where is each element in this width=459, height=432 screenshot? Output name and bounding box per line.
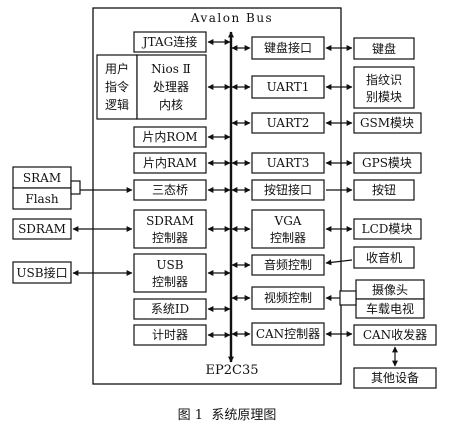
sdram-ctrl-line-2: 控制器 <box>152 231 188 245</box>
uart3-label: UART3 <box>267 156 310 170</box>
can-controller-block: CAN控制器 <box>251 322 325 346</box>
gps-module-block: GPS模块 <box>353 152 422 174</box>
sram-label: SRAM <box>23 171 61 185</box>
uart2-label: UART2 <box>267 116 310 130</box>
vga-ctrl-line-2: 控制器 <box>270 231 306 245</box>
sram-flash-connection <box>70 180 133 195</box>
figure-caption: 图 1 系统原理图 <box>178 408 277 423</box>
jtag-block: JTAG连接 <box>133 31 207 53</box>
tristate-bridge-label: 三态桥 <box>152 183 188 197</box>
video-control-block: 视频控制 <box>251 286 325 310</box>
other-devices-label: 其他设备 <box>371 371 419 385</box>
user-logic-line-3: 逻辑 <box>105 98 129 112</box>
radio-label: 收音机 <box>366 250 402 265</box>
nios-core-block: Nios Ⅱ 处理器 内核 <box>136 54 207 120</box>
fingerprint-line-1: 指纹识 <box>366 72 402 87</box>
button-interface-block: 按钮接口 <box>251 179 325 201</box>
usb-port-label: USB接口 <box>16 265 67 280</box>
user-logic-line-1: 用户 <box>105 61 129 76</box>
system-id-block: 系统ID <box>133 298 207 320</box>
usb-ctrl-line-2: 控制器 <box>152 275 188 289</box>
can-ctrl-label: CAN控制器 <box>256 327 320 341</box>
timer-block: 计时器 <box>133 324 207 346</box>
fingerprint-module-block: 指纹识 别模块 <box>353 66 415 109</box>
usb-port-block: USB接口 <box>12 261 72 284</box>
button-label: 按钮 <box>372 182 396 197</box>
uart2-block: UART2 <box>251 112 325 134</box>
system-id-label: 系统ID <box>151 302 189 316</box>
car-tv-label: 车载电视 <box>366 301 414 316</box>
camera-tv-block: 摄像头 车载电视 <box>355 279 425 319</box>
audio-ctrl-label: 音频控制 <box>264 257 312 272</box>
sram-flash-block: SRAM Flash <box>12 166 72 210</box>
nios-core-line-2: 处理器 <box>153 80 189 94</box>
sdram-controller-block: SDRAM 控制器 <box>133 209 207 249</box>
uart3-block: UART3 <box>251 152 325 174</box>
keyboard-block: 键盘 <box>353 37 415 60</box>
camera-tv-connection <box>325 290 357 306</box>
vga-ctrl-line-1: VGA <box>274 214 302 228</box>
onchip-rom-block: 片内ROM <box>133 126 207 148</box>
button-block: 按钮 <box>353 179 415 201</box>
video-ctrl-label: 视频控制 <box>264 290 312 305</box>
lcd-module-block: LCD模块 <box>353 218 422 240</box>
gsm-module-block: GSM模块 <box>353 112 422 134</box>
timer-label: 计时器 <box>152 328 188 342</box>
camera-label: 摄像头 <box>372 282 408 297</box>
radio-connection <box>325 259 353 266</box>
other-devices-block: 其他设备 <box>353 367 437 389</box>
audio-control-block: 音频控制 <box>251 254 325 276</box>
keyboard-label: 键盘 <box>372 41 396 56</box>
jtag-label: JTAG连接 <box>141 34 197 49</box>
nios-core-line-3: 内核 <box>159 98 183 112</box>
user-logic-line-2: 指令 <box>105 79 129 94</box>
keyboard-if-label: 键盘接口 <box>264 40 312 55</box>
usb-ctrl-line-1: USB <box>156 258 183 272</box>
sdram-ctrl-line-1: SDRAM <box>146 214 194 228</box>
sdram-block: SDRAM <box>12 218 72 240</box>
fingerprint-line-2: 别模块 <box>366 90 402 104</box>
chip-name-label: EP2C35 <box>206 363 259 378</box>
can-transceiver-label: CAN收发器 <box>363 327 427 342</box>
sdram-label: SDRAM <box>18 222 66 236</box>
right-bus-connections <box>231 45 251 337</box>
onchip-ram-block: 片内RAM <box>133 152 207 174</box>
uart1-block: UART1 <box>251 75 325 99</box>
usb-controller-block: USB 控制器 <box>133 253 207 293</box>
nios-core-line-1: Nios Ⅱ <box>151 62 191 76</box>
avalon-bus-label: Avalon Bus <box>190 11 273 25</box>
tristate-bridge-block: 三态桥 <box>133 179 207 201</box>
gsm-label: GSM模块 <box>360 116 414 130</box>
gps-label: GPS模块 <box>362 156 412 170</box>
lcd-label: LCD模块 <box>362 222 413 236</box>
can-transceiver-block: CAN收发器 <box>353 324 437 346</box>
button-if-label: 按钮接口 <box>264 182 312 197</box>
radio-block: 收音机 <box>353 246 415 269</box>
flash-label: Flash <box>25 192 58 206</box>
onchip-rom-label: 片内ROM <box>142 130 197 144</box>
keyboard-interface-block: 键盘接口 <box>251 36 325 60</box>
left-bus-connections <box>207 39 231 338</box>
onchip-ram-label: 片内RAM <box>143 156 197 170</box>
fpga-chip-outline <box>92 7 342 385</box>
vga-controller-block: VGA 控制器 <box>251 209 325 249</box>
uart1-label: UART1 <box>267 80 310 94</box>
user-instruction-logic-block: 用户 指令 逻辑 <box>96 54 138 120</box>
